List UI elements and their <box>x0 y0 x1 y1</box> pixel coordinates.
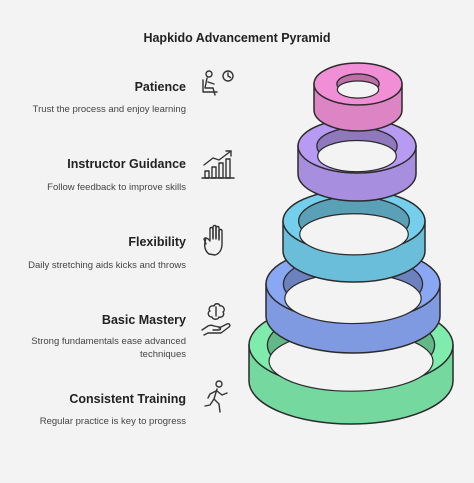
level-description-patience: Trust the process and enjoy learning <box>32 104 186 115</box>
level-label-patience: Patience <box>134 80 186 94</box>
ring-patience <box>313 62 403 132</box>
level-description-basic-mastery: Strong fundamentals ease advanced techni… <box>31 336 186 360</box>
running-person-icon <box>199 380 239 414</box>
level-label-instructor-guidance: Instructor Guidance <box>67 157 186 171</box>
person-waiting-clock-icon <box>199 68 239 102</box>
growth-chart-icon <box>199 147 239 181</box>
ring-flexibility <box>282 189 426 283</box>
level-description-instructor-guidance: Follow feedback to improve skills <box>47 182 186 193</box>
diagram-title: Hapkido Advancement Pyramid <box>143 31 331 45</box>
level-description-flexibility: Daily stretching aids kicks and throws <box>28 260 186 271</box>
open-hand-icon <box>199 224 239 258</box>
ring-instructor-guidance <box>297 118 417 202</box>
level-label-flexibility: Flexibility <box>128 235 186 249</box>
level-label-basic-mastery: Basic Mastery <box>101 313 186 327</box>
level-description-consistent-training: Regular practice is key to progress <box>39 416 186 427</box>
level-label-consistent-training: Consistent Training <box>69 392 186 406</box>
brain-hand-icon <box>199 302 239 336</box>
